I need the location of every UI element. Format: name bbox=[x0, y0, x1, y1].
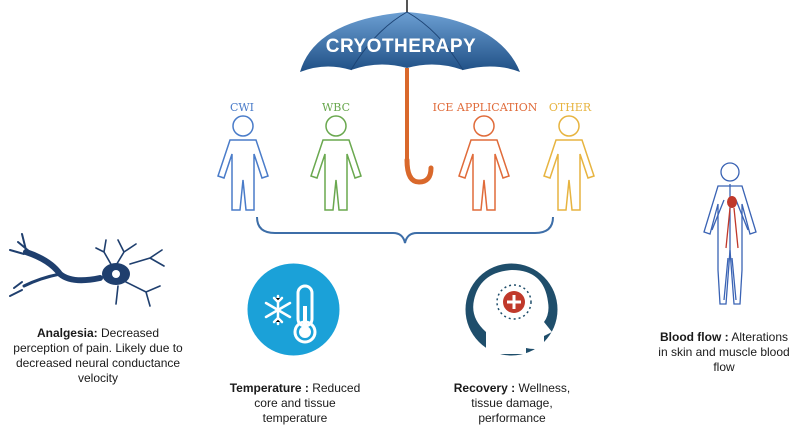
circulatory-system-icon bbox=[703, 162, 757, 305]
caption-blood-flow: Blood flow : Alterations in skin and mus… bbox=[654, 330, 794, 375]
caption-analgesia: Analgesia: Decreased perception of pain.… bbox=[10, 326, 186, 386]
head-medical-cross-icon bbox=[465, 263, 558, 356]
caption-blood-flow-title: Blood flow : bbox=[659, 330, 729, 344]
caption-recovery-title: Recovery : bbox=[453, 381, 516, 395]
caption-analgesia-text: Decreased perception of pain. Likely due… bbox=[13, 326, 183, 385]
person-icon-other bbox=[543, 115, 595, 211]
caption-recovery: Recovery : Wellness, tissue damage, perf… bbox=[444, 381, 580, 426]
method-label-ice-application: ICE APPLICATION bbox=[432, 101, 538, 114]
grouping-brace bbox=[256, 216, 554, 244]
method-label-other: OTHER bbox=[548, 101, 592, 114]
umbrella-icon bbox=[300, 0, 520, 185]
method-label-wbc: WBC bbox=[321, 101, 350, 114]
person-icon-ice-application bbox=[458, 115, 510, 211]
umbrella-title: CRYOTHERAPY bbox=[325, 36, 477, 57]
caption-blood-flow-text: Alterations in skin and muscle blood flo… bbox=[658, 330, 790, 374]
neuron-icon bbox=[9, 233, 165, 307]
person-icon-wbc bbox=[310, 115, 362, 211]
method-label-cwi: CWI bbox=[229, 101, 255, 114]
caption-temperature: Temperature : Reduced core and tissue te… bbox=[222, 381, 368, 426]
caption-analgesia-title: Analgesia: bbox=[36, 326, 98, 340]
person-icon-cwi bbox=[217, 115, 269, 211]
thermometer-snowflake-icon bbox=[247, 263, 340, 356]
caption-temperature-title: Temperature : bbox=[229, 381, 309, 395]
